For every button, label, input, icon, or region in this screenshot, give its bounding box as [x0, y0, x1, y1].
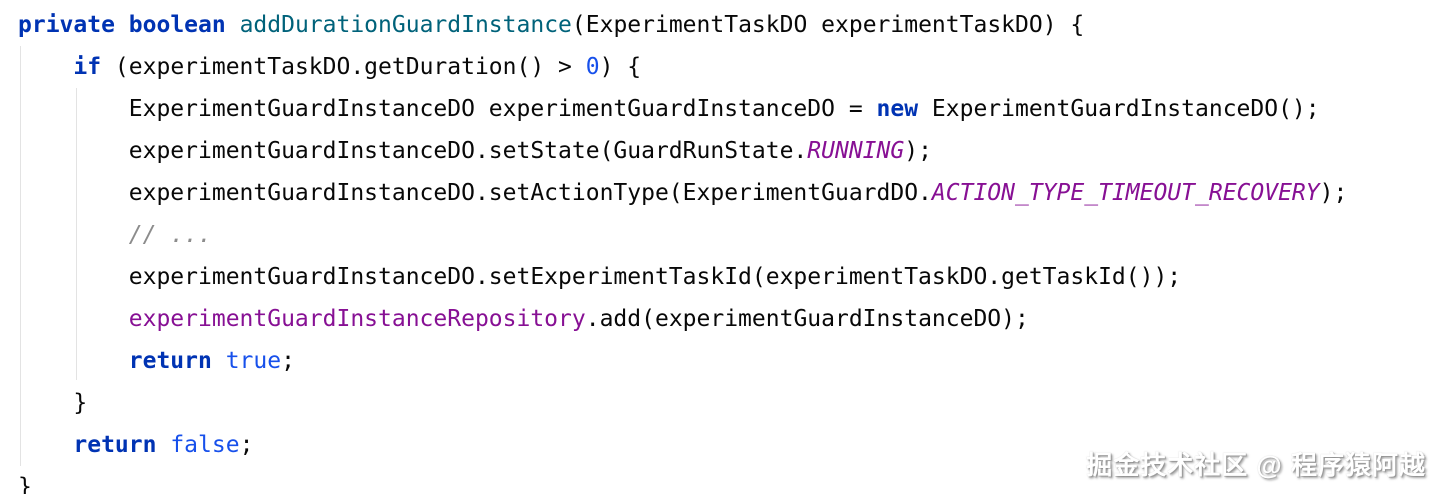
code-line[interactable]: // ...: [18, 214, 1440, 256]
code-token-plain: );: [1319, 180, 1348, 206]
code-line[interactable]: }: [18, 382, 1440, 424]
code-token-plain: (experimentTaskDO.getDuration() >: [101, 54, 586, 80]
code-line[interactable]: experimentGuardInstanceDO.setState(Guard…: [18, 130, 1440, 172]
code-area[interactable]: private boolean addDurationGuardInstance…: [18, 4, 1440, 494]
code-token-keyword: return: [128, 348, 226, 374]
watermark: 掘金技术社区 @ 程序猿阿越: [1086, 450, 1426, 480]
code-token-constant: ACTION_TYPE_TIMEOUT_RECOVERY: [931, 180, 1320, 206]
code-line[interactable]: experimentGuardInstanceRepository.add(ex…: [18, 298, 1440, 340]
code-token-keyword: return: [73, 432, 171, 458]
code-line[interactable]: private boolean addDurationGuardInstance…: [18, 4, 1440, 46]
code-token-field: experimentGuardInstanceRepository: [128, 306, 586, 332]
code-token-plain: ExperimentGuardInstanceDO();: [918, 96, 1320, 122]
code-token-comment: // ...: [128, 222, 212, 248]
code-token-plain: );: [904, 138, 932, 164]
code-line[interactable]: experimentGuardInstanceDO.setExperimentT…: [18, 256, 1440, 298]
code-token-plain: (ExperimentTaskDO experimentTaskDO) {: [571, 12, 1085, 38]
code-token-plain: .add(experimentGuardInstanceDO);: [585, 306, 1029, 332]
indent-guide-outer: [20, 46, 21, 466]
code-token-plain: }: [73, 390, 88, 416]
code-token-plain: ;: [239, 432, 254, 458]
code-line[interactable]: }: [18, 466, 1440, 494]
code-token-keyword: private boolean: [18, 12, 240, 38]
code-token-method: addDurationGuardInstance: [239, 12, 572, 38]
code-line[interactable]: experimentGuardInstanceDO.setActionType(…: [18, 172, 1440, 214]
code-token-number: 0: [585, 54, 600, 80]
code-line[interactable]: return true;: [18, 340, 1440, 382]
code-token-plain: ;: [281, 348, 295, 374]
code-token-keyword: new: [876, 96, 919, 122]
code-token-bool: true: [225, 348, 282, 374]
code-token-keyword: if: [73, 54, 102, 80]
indent-guide-inner: [76, 88, 77, 380]
code-token-plain: ExperimentGuardInstanceDO experimentGuar…: [128, 96, 877, 122]
code-line[interactable]: if (experimentTaskDO.getDuration() > 0) …: [18, 46, 1440, 88]
code-line[interactable]: return false;: [18, 424, 1440, 466]
code-token-bool: false: [170, 432, 240, 458]
code-token-constant: RUNNING: [807, 138, 905, 164]
code-line[interactable]: ExperimentGuardInstanceDO experimentGuar…: [18, 88, 1440, 130]
code-token-plain: experimentGuardInstanceDO.setExperimentT…: [128, 264, 1182, 290]
code-token-plain: }: [18, 474, 32, 494]
code-token-plain: experimentGuardInstanceDO.setState(Guard…: [128, 138, 808, 164]
code-token-plain: experimentGuardInstanceDO.setActionType(…: [128, 180, 932, 206]
code-token-plain: ) {: [599, 54, 642, 80]
